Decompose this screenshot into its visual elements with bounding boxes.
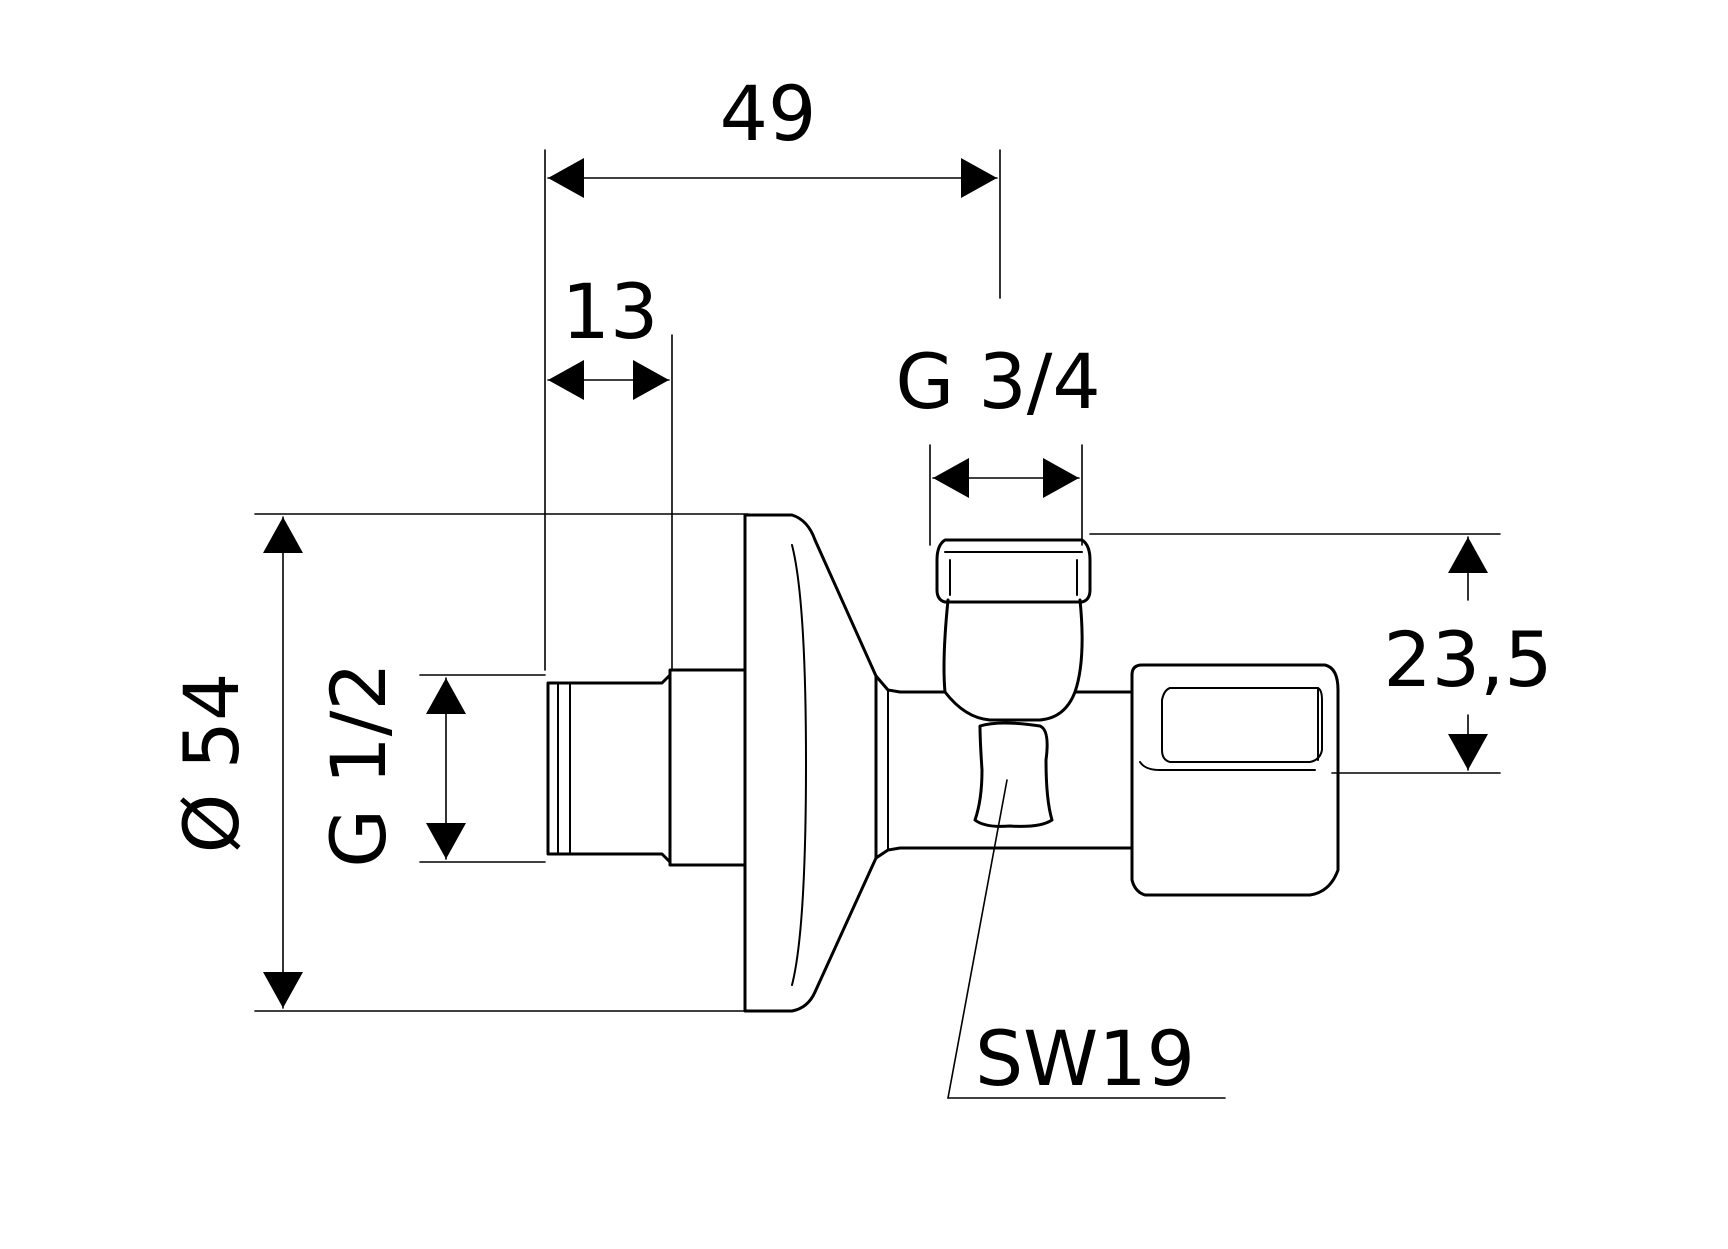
dimension-rosette-diameter: Ø 54	[167, 513, 749, 1012]
dimension-label-rosette-diameter: Ø 54	[167, 673, 256, 854]
leader-line	[947, 779, 1008, 1099]
arrowhead-top	[263, 517, 303, 553]
valve-body	[546, 513, 1340, 1013]
arrowhead-left	[548, 158, 584, 198]
inlet-thread-nipple	[546, 673, 672, 864]
wrench-size-callout: SW19	[947, 779, 1226, 1103]
dimension-outlet-offset: 23,5	[1089, 533, 1553, 774]
dimension-label-inlet-thread: G 1/2	[314, 662, 403, 867]
outlet-riser	[942, 598, 1084, 694]
arrowhead-bottom	[263, 972, 303, 1008]
arrowhead-left	[933, 458, 969, 498]
wrench-flat	[973, 721, 1054, 828]
arrowhead-bottom	[1448, 734, 1488, 770]
dimension-overall-length: 49	[544, 69, 1001, 671]
body-tube	[874, 674, 1134, 860]
wrench-size-label: SW19	[975, 1014, 1195, 1103]
arrowhead-right	[961, 158, 997, 198]
arrowhead-right	[1043, 458, 1079, 498]
arrowhead-top	[426, 678, 466, 714]
handle	[1130, 663, 1340, 897]
arrowhead-left	[548, 360, 584, 400]
dimension-label-thread-length: 13	[562, 267, 659, 356]
outlet-thread-cap	[935, 538, 1092, 604]
arrowhead-top	[1448, 537, 1488, 573]
inlet-collar	[668, 668, 747, 867]
dimension-thread-length: 13	[547, 267, 673, 671]
arrowhead-right	[633, 360, 669, 400]
dimension-label-overall-length: 49	[720, 69, 817, 158]
rosette	[743, 513, 878, 1013]
dimension-label-outlet-thread: G 3/4	[895, 337, 1100, 426]
dimension-inlet-thread: G 1/2	[314, 662, 546, 868]
dimension-outlet-thread: G 3/4	[895, 337, 1101, 546]
dimension-label-outlet-offset: 23,5	[1383, 615, 1552, 704]
arrowhead-bottom	[426, 823, 466, 859]
